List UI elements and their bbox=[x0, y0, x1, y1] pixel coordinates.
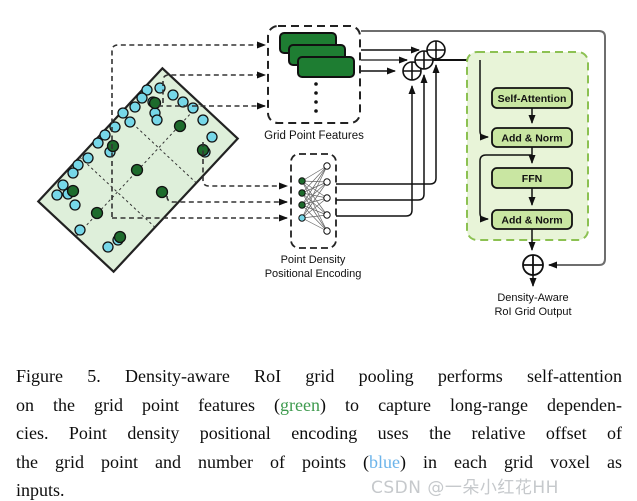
figure-caption: Figure 5. Density-aware RoI grid pooling… bbox=[16, 362, 622, 501]
cloud-point bbox=[67, 167, 79, 179]
cloud-point bbox=[51, 189, 63, 201]
ellipsis-dots bbox=[314, 82, 318, 113]
figure-diagram: Grid Point Features Point Density Positi… bbox=[36, 25, 606, 318]
grid-point bbox=[66, 184, 80, 198]
pd-encoding-box: Point Density Positional Encoding bbox=[265, 153, 362, 280]
grid-point bbox=[155, 185, 169, 199]
outer-residual-line bbox=[361, 30, 606, 269]
cloud-point bbox=[82, 152, 94, 164]
skip-connection-lines bbox=[361, 30, 606, 269]
cloud-point bbox=[177, 96, 189, 108]
cloud-point bbox=[102, 241, 114, 253]
cloud-point bbox=[141, 84, 153, 96]
plus-circle bbox=[414, 50, 434, 70]
add-norm-block-1 bbox=[491, 127, 573, 148]
cloud-point bbox=[74, 224, 86, 236]
ffn-label: FFN bbox=[522, 173, 542, 185]
cloud-point bbox=[57, 179, 69, 191]
pd-output-node bbox=[323, 211, 331, 219]
grid-point bbox=[130, 163, 144, 177]
add-norm-label-2: Add & Norm bbox=[501, 215, 562, 227]
cloud-point bbox=[117, 107, 129, 119]
pd-output-node bbox=[323, 194, 331, 202]
caption-line: on the grid point features (green) to ca… bbox=[16, 394, 622, 415]
callout-lines bbox=[111, 41, 288, 222]
pd-output-node bbox=[323, 227, 331, 235]
cloud-point bbox=[187, 102, 199, 114]
final-add: Density-Aware RoI Grid Output bbox=[494, 254, 572, 318]
self-attention-label: Self-Attention bbox=[498, 93, 567, 105]
grid-point-features-box: Grid Point Features bbox=[264, 25, 364, 142]
cloud-point bbox=[72, 159, 84, 171]
grid-point bbox=[173, 119, 187, 133]
pd-output-node bbox=[323, 178, 331, 186]
caption-line: cies. Point density positional encoding … bbox=[16, 423, 622, 443]
grid-point bbox=[148, 96, 162, 110]
cloud-point bbox=[136, 92, 148, 104]
pe-output-lines bbox=[336, 64, 440, 217]
output-label-line2: RoI Grid Output bbox=[494, 306, 571, 318]
pd-network-edges bbox=[301, 165, 328, 232]
pd-output-node bbox=[323, 162, 331, 170]
pd-input-node bbox=[298, 214, 306, 222]
cloud-point bbox=[167, 89, 179, 101]
ffn-block bbox=[491, 167, 573, 189]
caption-line: inputs. bbox=[16, 480, 65, 500]
cloud-point bbox=[99, 129, 111, 141]
cloud-point bbox=[197, 114, 209, 126]
cloud-point bbox=[92, 137, 104, 149]
feature-card bbox=[297, 56, 355, 78]
feature-lines bbox=[361, 46, 420, 75]
pd-label-line1: Point Density bbox=[281, 254, 346, 266]
add-circles bbox=[402, 40, 446, 81]
residual-line-1 bbox=[479, 60, 489, 141]
pd-input-node bbox=[298, 189, 306, 197]
add-norm-label-1: Add & Norm bbox=[501, 133, 562, 145]
final-plus-circle bbox=[522, 254, 544, 276]
cloud-point bbox=[69, 199, 81, 211]
residual-line-2 bbox=[479, 154, 532, 223]
grid-points-green bbox=[66, 96, 210, 244]
caption-line: Figure 5. Density-aware RoI grid pooling… bbox=[16, 366, 622, 386]
cloud-point bbox=[206, 131, 218, 143]
transformer-arrows bbox=[479, 60, 536, 251]
output-label-line1: Density-Aware bbox=[497, 292, 568, 304]
caption-line: the grid point and number of points (blu… bbox=[16, 451, 622, 472]
pd-network-nodes bbox=[298, 162, 331, 235]
grid-point bbox=[113, 230, 127, 244]
plus-circle bbox=[402, 61, 422, 81]
grid-point-features-label: Grid Point Features bbox=[264, 130, 364, 142]
watermark: CSDN @一朵小红花HH bbox=[371, 478, 559, 498]
cloud-point bbox=[124, 116, 136, 128]
transformer-panel: Self-Attention Add & Norm FFN Add & Norm bbox=[466, 51, 589, 251]
grid-point bbox=[106, 139, 120, 153]
cloud-point bbox=[129, 101, 141, 113]
pd-input-node bbox=[298, 177, 306, 185]
plus-circle bbox=[426, 40, 446, 60]
grid-point bbox=[90, 206, 104, 220]
add-norm-block-2 bbox=[491, 209, 573, 230]
cloud-point bbox=[151, 114, 163, 126]
pd-label-line2: Positional Encoding bbox=[265, 268, 362, 280]
pd-input-node bbox=[298, 201, 306, 209]
self-attention-block bbox=[491, 87, 573, 109]
